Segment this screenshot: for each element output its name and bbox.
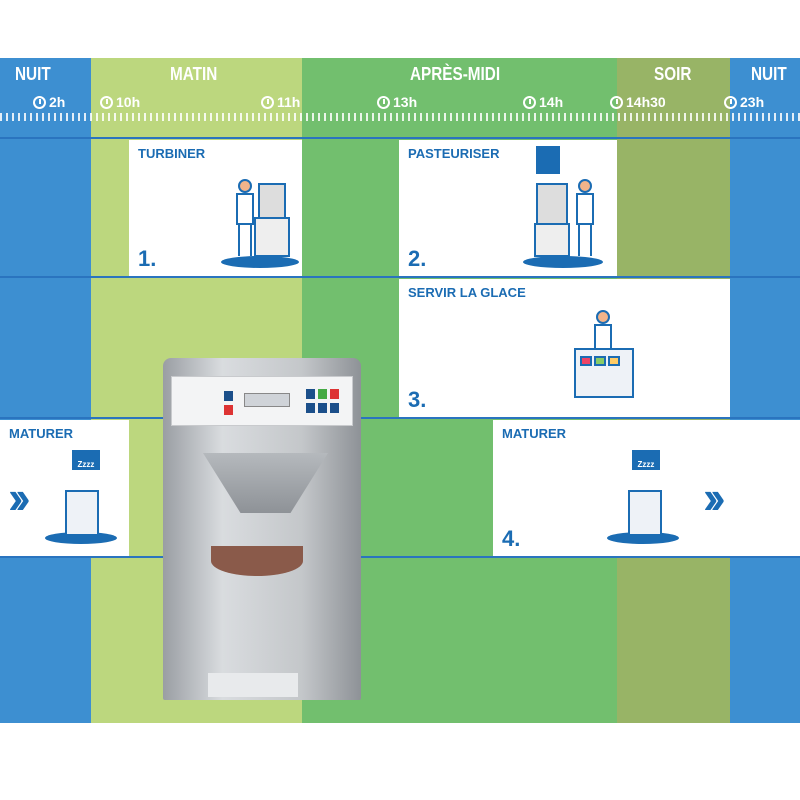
operator-machine-icon [534, 179, 594, 257]
server-display-case-icon [574, 310, 634, 398]
step-maturer-left: MATURER ›› Zzzz [0, 420, 129, 556]
time-marker: 14h [523, 94, 563, 110]
period-nuit-late [730, 58, 800, 723]
time-marker: 14h30 [610, 94, 666, 110]
step-number: 3. [408, 387, 427, 412]
ice-cream-machine-image [163, 358, 361, 700]
period-label: NUIT [751, 64, 787, 84]
time-label: 23h [740, 94, 765, 110]
double-chevron-right-icon: ›› [703, 471, 725, 523]
step-maturer-right: MATURER 4. Zzzz ›› [493, 420, 800, 556]
time-marker: 13h [377, 94, 417, 110]
time-label: 2h [49, 94, 66, 110]
time-marker: 10h [100, 94, 140, 110]
thermometer-icon [536, 146, 560, 174]
divider [0, 417, 800, 419]
step-turbiner: TURBINER 1. [129, 140, 302, 276]
clock-icon [33, 95, 46, 109]
divider [0, 137, 800, 139]
floor-shadow [221, 256, 299, 268]
floor-shadow [523, 256, 603, 268]
time-marker: 11h [261, 94, 300, 110]
time-label: 14h [539, 94, 564, 110]
period-label: MATIN [170, 64, 218, 84]
double-chevron-right-icon: ›› [8, 471, 30, 523]
divider [0, 556, 800, 558]
clock-icon [261, 95, 274, 109]
clock-icon [724, 95, 737, 109]
operator-machine-icon [236, 179, 290, 257]
time-label: 10h [116, 94, 141, 110]
clock-icon [377, 95, 390, 109]
time-label: 11h [277, 94, 301, 110]
period-label: NUIT [15, 64, 51, 84]
clock-icon [523, 95, 536, 109]
step-number: 2. [408, 246, 427, 271]
floor-shadow [45, 532, 117, 544]
period-nuit-early [0, 58, 91, 723]
time-marker: 2h [33, 94, 65, 110]
divider [0, 276, 800, 278]
clock-icon [100, 95, 113, 109]
step-pasteuriser: PASTEURISER 2. [399, 140, 617, 276]
time-label: 14h30 [626, 94, 666, 110]
clock-icon [610, 95, 623, 109]
step-servir-la-glace: SERVIR LA GLACE 3. [399, 279, 730, 417]
time-marker: 23h [724, 94, 764, 110]
time-label: 13h [393, 94, 418, 110]
fridge-icon [628, 490, 662, 536]
step-number: 4. [502, 526, 521, 551]
sleep-badge: Zzzz [632, 450, 660, 470]
step-title: PASTEURISER [408, 146, 500, 161]
period-label: APRÈS-MIDI [410, 64, 501, 84]
period-label: SOIR [654, 64, 692, 84]
timeline-ruler [0, 113, 800, 121]
step-number: 1. [138, 246, 157, 271]
step-title: MATURER [502, 426, 567, 441]
step-title: TURBINER [138, 146, 206, 161]
control-panel [171, 376, 353, 426]
step-title: SERVIR LA GLACE [408, 285, 526, 300]
sleep-badge: Zzzz [72, 450, 100, 470]
fridge-icon [65, 490, 99, 536]
step-title: MATURER [9, 426, 74, 441]
